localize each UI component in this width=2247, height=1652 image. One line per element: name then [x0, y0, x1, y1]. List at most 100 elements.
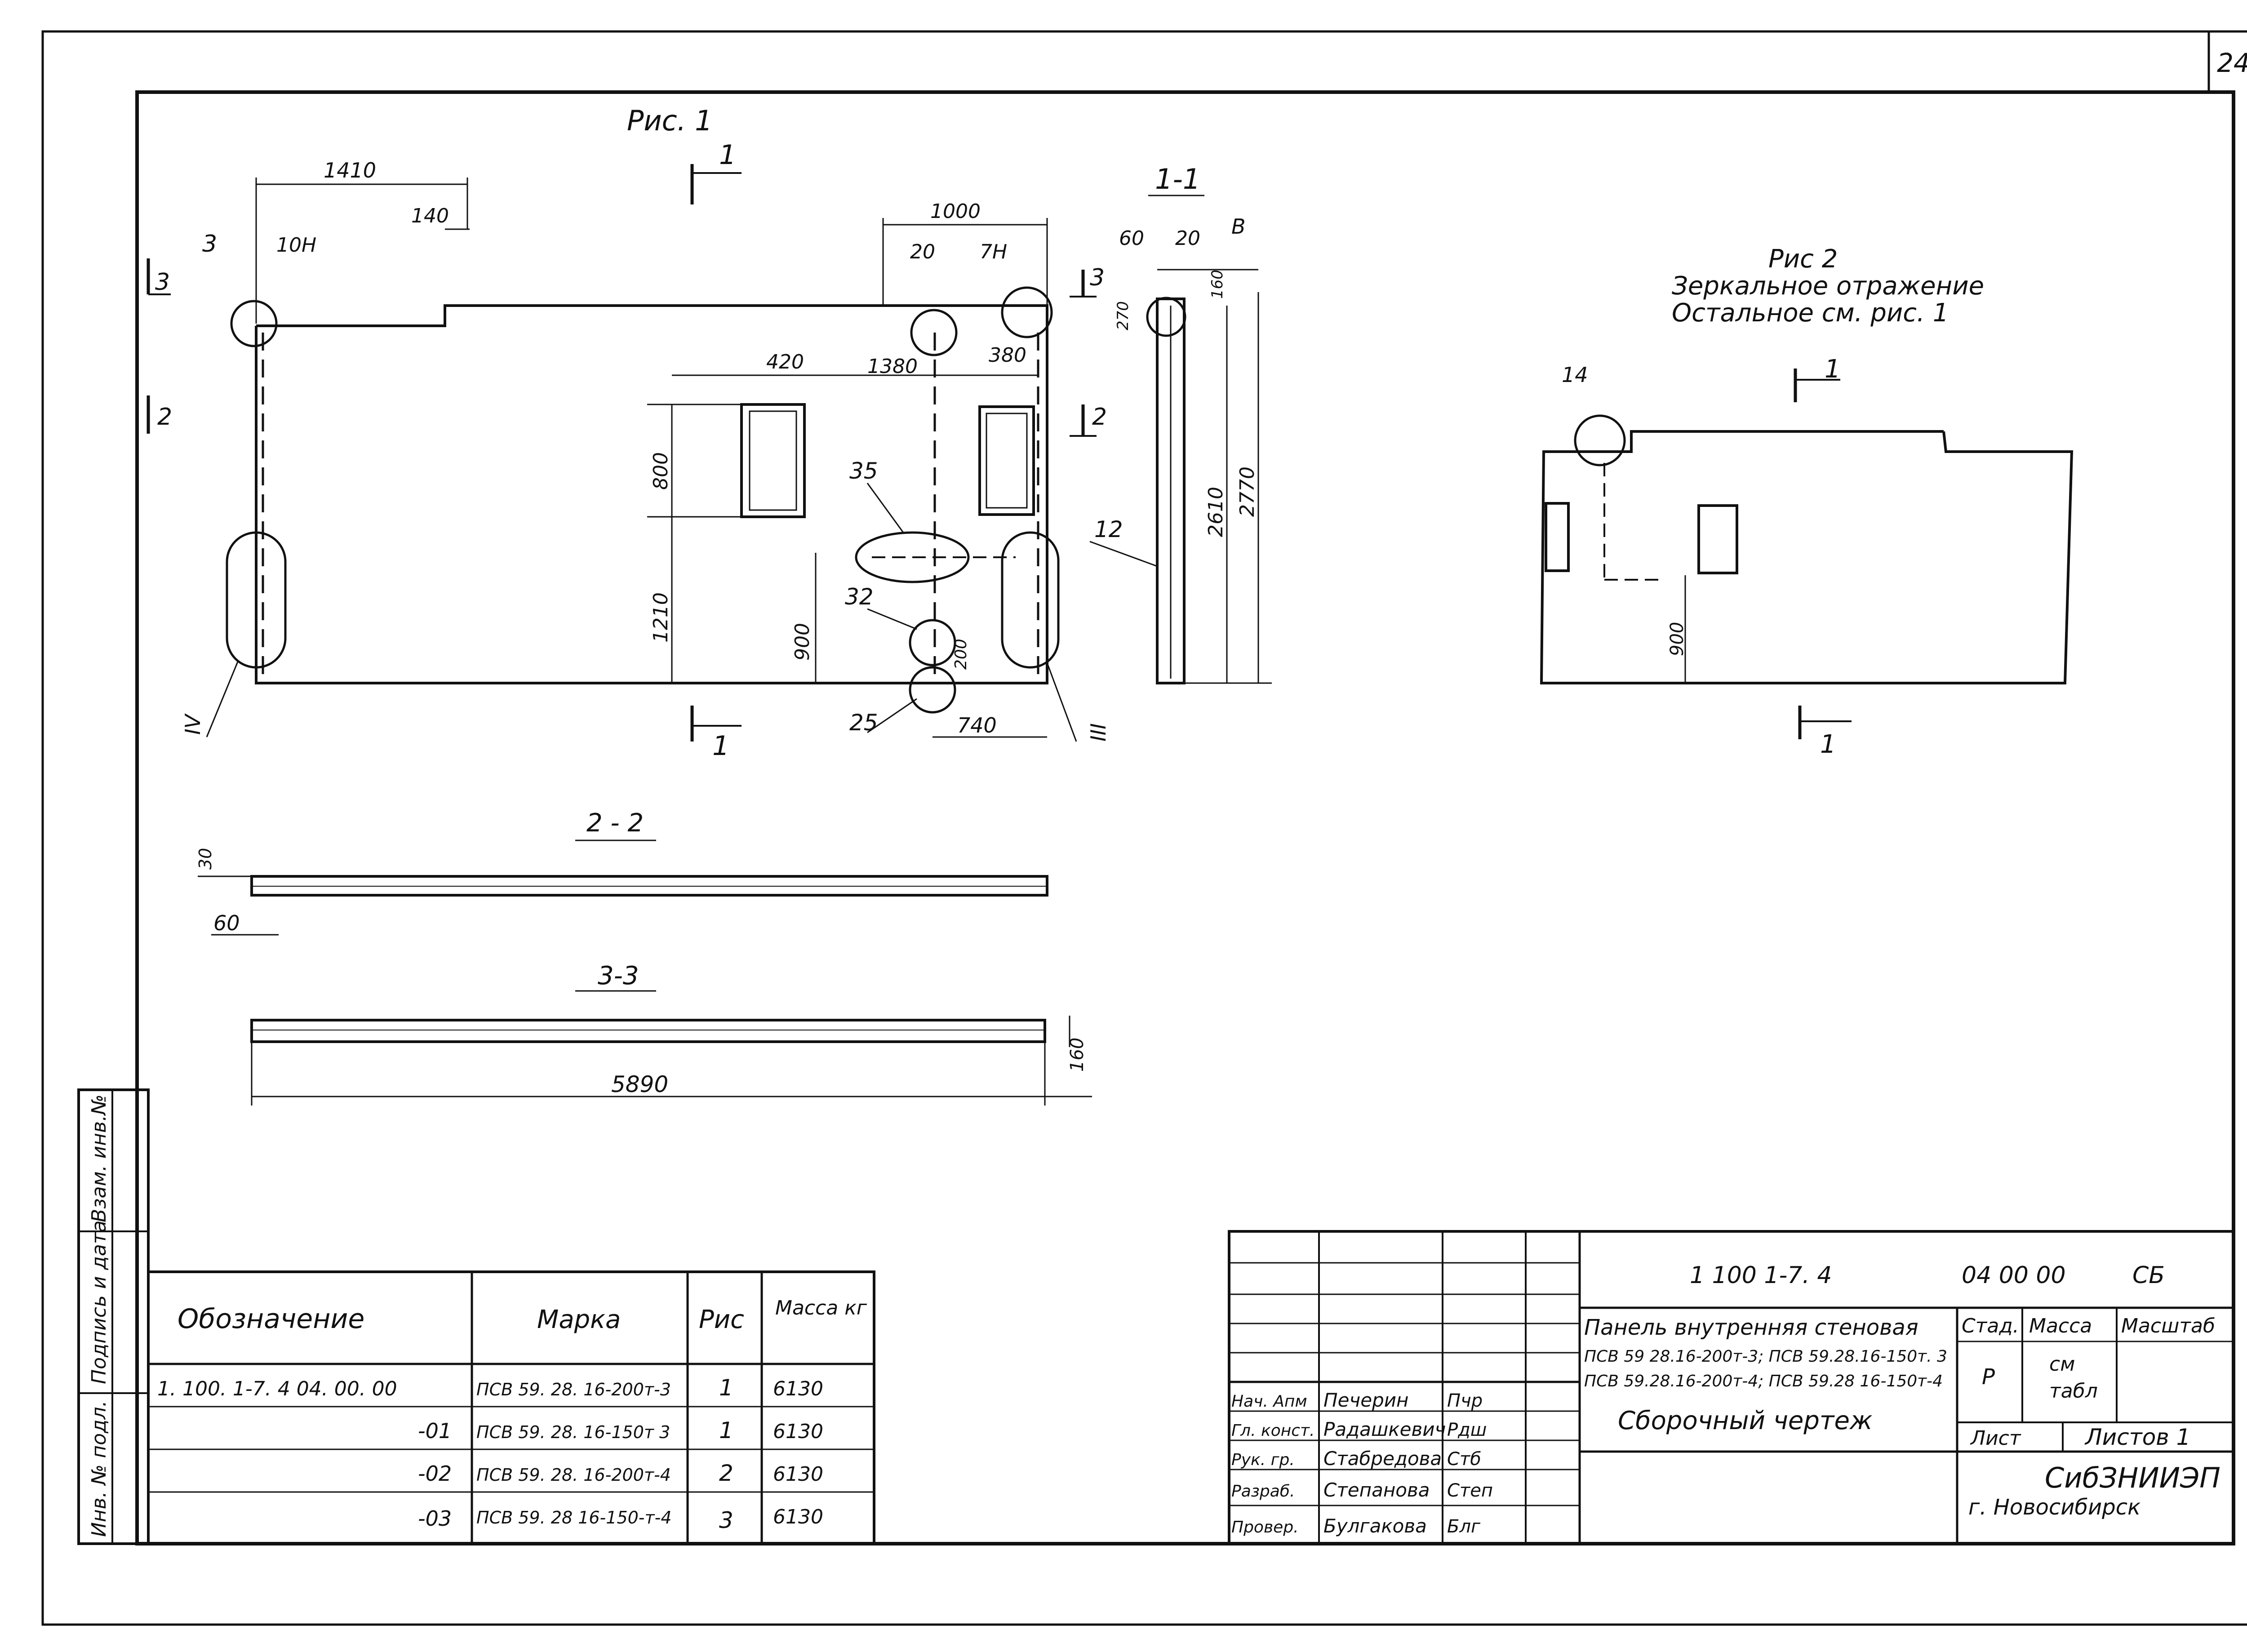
dim-160-3: 160 [1067, 1038, 1088, 1072]
fig2-panel-outline [1540, 430, 2074, 684]
dim-1210: 1210 [649, 592, 672, 643]
dim-1410: 1410 [324, 158, 376, 182]
spec-row-designation: -03 [418, 1506, 452, 1531]
org-city: г. Новосибирск [1968, 1495, 2140, 1520]
staff-name: Степанова [1323, 1479, 1430, 1501]
dim-140: 140 [411, 204, 449, 227]
leader-IV [206, 660, 239, 737]
table-row: 1. 100. 1-7. 4 04. 00. 00 ПСВ 59. 28. 16… [157, 1375, 823, 1401]
figure-1: Рис. 1 1 1410 140 [147, 104, 1110, 762]
spec-row-fig: 2 [719, 1460, 733, 1486]
node-circle-3 [230, 300, 278, 347]
dim-5890: 5890 [611, 1071, 668, 1097]
section-2-left-label: 2 [157, 404, 172, 431]
sheet-label: Лист [1970, 1427, 2021, 1450]
doc-name-3: ПСВ 59.28.16-200т-4; ПСВ 59.28 16-150т-4 [1584, 1372, 1943, 1390]
spec-row-fig: 1 [719, 1417, 733, 1443]
spec-table: Обозначение Марка Рис Масса кг 1. 100. 1… [147, 1270, 875, 1545]
node-circle-25 [909, 666, 956, 714]
opening-right [978, 405, 1035, 516]
sheets-label: Листов 1 [2084, 1424, 2190, 1450]
section-2-right-label: 2 [1092, 404, 1107, 431]
staff-name: Булгакова [1323, 1515, 1427, 1537]
fig2-section-1-bottom-label: 1 [1820, 730, 1836, 759]
leader-25 [867, 698, 917, 733]
staff-name: Стабредова [1323, 1448, 1442, 1470]
dim-1380: 1380 [867, 355, 918, 378]
staff-role: Провер. [1231, 1518, 1299, 1537]
staff-name: Печерин [1323, 1389, 1409, 1411]
dim-60: 60 [1119, 227, 1144, 250]
table-row: -03 ПСВ 59. 28 16-150-т-4 3 6130 [418, 1505, 823, 1533]
fig1-title: Рис. 1 [627, 104, 713, 137]
fig2-callout-14: 14 [1562, 363, 1588, 387]
spec-table-frame [147, 1270, 875, 1545]
section-1-top-label: 1 [719, 139, 736, 171]
spec-row-designation: -01 [418, 1419, 452, 1443]
stage-value: Р [1982, 1364, 1995, 1390]
dim-2770: 2770 [1236, 466, 1259, 517]
dim-7H: 7Н [980, 240, 1007, 263]
section-3-3-profile [250, 1019, 1046, 1043]
side-stamp-label-1: Взам. инв.№ [88, 1094, 111, 1222]
fig2-dim-900: 900 [1667, 622, 1687, 656]
dim-30: 30 [195, 848, 215, 870]
spec-row-mass: 6130 [773, 1505, 823, 1528]
fig2-section-1-top-label: 1 [1825, 355, 1841, 384]
spec-header-mass: Масса кг [775, 1297, 867, 1319]
node-oval-III [1001, 531, 1060, 669]
section-1-1-title: 1-1 [1155, 163, 1200, 195]
spec-row-mass: 6130 [773, 1420, 823, 1443]
dim-160: 160 [1208, 270, 1226, 299]
side-stamp-label-2: Подпись и дата [88, 1221, 111, 1384]
doc-code: 1 100 1-7. 4 [1690, 1262, 1832, 1289]
staff-sign: Стб [1447, 1449, 1481, 1470]
dim-270: 270 [1114, 301, 1132, 330]
spec-header-designation: Обозначение [178, 1303, 364, 1335]
node-ellipse-35 [855, 531, 970, 583]
spec-row-mark: ПСВ 59. 28. 16-150т 3 [476, 1422, 670, 1442]
staff-role: Гл. конст. [1231, 1421, 1314, 1440]
dim-740: 740 [957, 713, 997, 737]
dim-200: 200 [952, 639, 970, 670]
dim-B: В [1231, 214, 1246, 239]
col-stage: Стад. [1962, 1314, 2019, 1337]
spec-row-designation: -02 [418, 1461, 452, 1486]
section-1-bottom-label: 1 [712, 730, 729, 762]
section-1-1: 1-1 60 20 В 160 270 2610 2770 12 [1089, 163, 1272, 684]
section-3-right-label: 3 [1090, 264, 1105, 291]
fig2-subtitle-2: Остальное см. рис. 1 [1672, 298, 1949, 328]
node-oval-IV [226, 531, 287, 669]
staff-role: Разраб. [1231, 1482, 1295, 1501]
callout-III: III [1086, 723, 1110, 742]
table-row: -01 ПСВ 59. 28. 16-150т 3 1 6130 [418, 1417, 823, 1443]
spec-row-mark: ПСВ 59. 28 16-150-т-4 [476, 1508, 672, 1528]
sheet-number: 24 [2217, 48, 2247, 78]
section-3-3: 3-3 5890 160 [250, 961, 1092, 1106]
dim-10H: 10Н [276, 234, 316, 257]
fig2-title: Рис 2 [1768, 244, 1838, 274]
section-2-2-title: 2 - 2 [586, 808, 644, 838]
fig2-opening-left [1545, 502, 1570, 572]
leader-12 [1089, 541, 1158, 567]
callout-25: 25 [849, 710, 878, 736]
spec-row-fig: 1 [719, 1375, 733, 1401]
spec-row-mark: ПСВ 59. 28. 16-200т-3 [476, 1380, 671, 1399]
dim-2610: 2610 [1204, 487, 1227, 537]
doc-suffix: СБ [2132, 1262, 2165, 1289]
dim-380: 380 [989, 344, 1026, 367]
staff-sign: Рдш [1447, 1420, 1487, 1440]
spec-header-fig: Рис [699, 1305, 744, 1334]
mass-value-1: см [2049, 1353, 2075, 1376]
fig2-subtitle-1: Зеркальное отражение [1672, 271, 1984, 301]
fig2-node-circle-14 [1574, 414, 1626, 466]
org-name: СибЗНИИЭП [2045, 1461, 2220, 1494]
staff-role: Нач. Апм [1231, 1392, 1307, 1411]
col-scale: Масштаб [2121, 1314, 2215, 1337]
leader-35 [866, 483, 904, 533]
staff-role: Рук. гр. [1231, 1451, 1295, 1469]
dim-60-2: 60 [213, 911, 240, 935]
section-3-left-label: 3 [155, 269, 170, 296]
doc-name-1: Панель внутренняя стеновая [1584, 1315, 1918, 1340]
